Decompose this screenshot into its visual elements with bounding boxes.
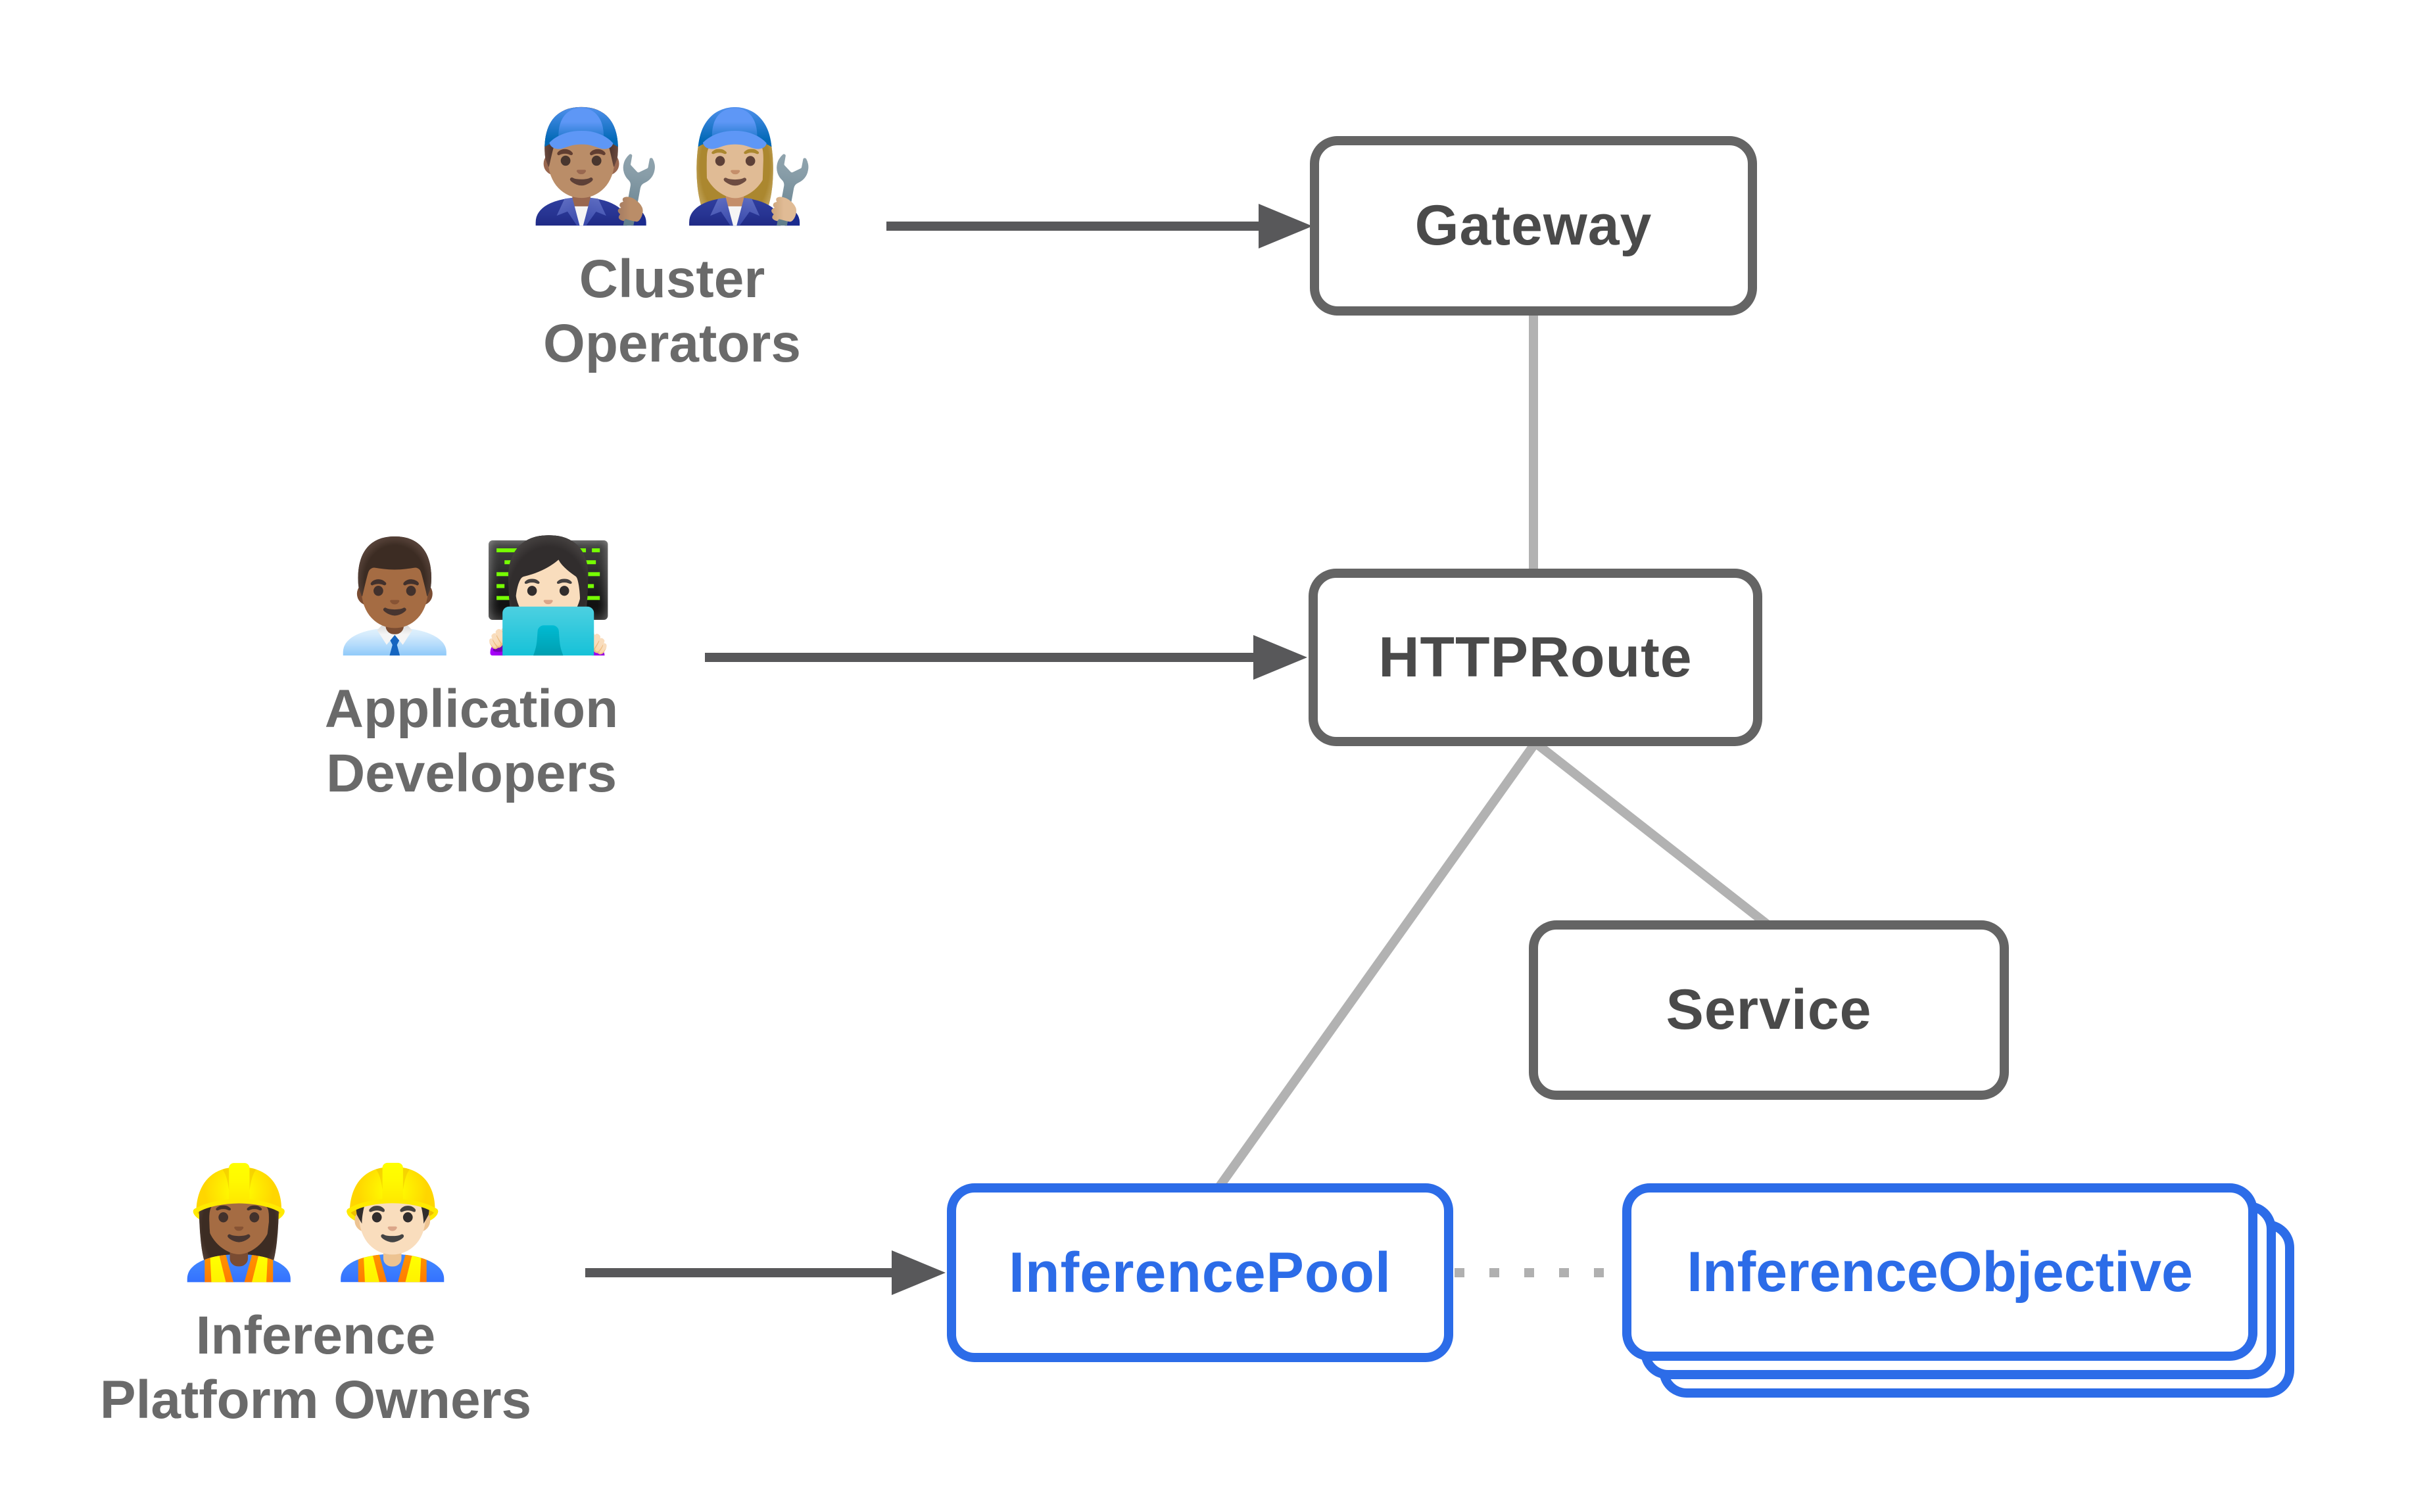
service-node: Service — [1529, 920, 2009, 1100]
arrow-inference-platform-owners-inferencepool — [585, 1250, 946, 1295]
gateway-node-label: Gateway — [1414, 194, 1652, 257]
arrow-application-developers-httproute — [705, 635, 1307, 680]
actor-inference-platform-owners: 👷🏾‍♀️ 👷🏻‍♂️ Inference Platform Owners — [39, 1160, 592, 1433]
httproute-node-label: HTTPRoute — [1378, 625, 1693, 689]
inferenceobjective-node: InferenceObjective — [1622, 1183, 2257, 1361]
inference-platform-owners-emoji-row: 👷🏾‍♀️ 👷🏻‍♂️ — [39, 1160, 592, 1285]
inferenceobjective-node-label: InferenceObjective — [1687, 1240, 2193, 1304]
man-mechanic-icon: 👨🏽‍🔧 — [527, 105, 663, 226]
cluster-operators-label-line2: Operators — [543, 314, 801, 374]
actor-cluster-operators: 👨🏽‍🔧 👩🏼‍🔧 Cluster Operators — [475, 104, 869, 377]
application-developers-emoji-row: 👨🏾‍💼 👩🏻‍💻 — [274, 534, 669, 659]
cluster-operators-emoji-row: 👨🏽‍🔧 👩🏼‍🔧 — [475, 104, 869, 229]
woman-technologist-icon: 👩🏻‍💻 — [481, 535, 616, 656]
woman-construction-worker-icon: 👷🏾‍♀️ — [171, 1162, 306, 1283]
service-node-label: Service — [1666, 978, 1872, 1041]
inference-platform-owners-label-line2: Platform Owners — [99, 1370, 532, 1430]
woman-mechanic-icon: 👩🏼‍🔧 — [681, 105, 817, 226]
inferencepool-node: InferencePool — [947, 1183, 1453, 1362]
inferenceobjective-node-stack: InferenceObjective — [1622, 1183, 2294, 1398]
httproute-node: HTTPRoute — [1309, 569, 1762, 746]
application-developers-label-line1: Application — [324, 678, 619, 739]
cluster-operators-label-line1: Cluster — [579, 248, 765, 309]
actor-application-developers: 👨🏾‍💼 👩🏻‍💻 Application Developers — [274, 534, 669, 807]
inference-platform-owners-label: Inference Platform Owners — [39, 1304, 592, 1433]
inference-platform-owners-label-line1: Inference — [195, 1305, 436, 1365]
arrow-cluster-operators-gateway — [886, 204, 1313, 248]
edge-httproute-inferencepool — [1215, 740, 1539, 1191]
man-office-worker-icon: 👨🏾‍💼 — [327, 535, 462, 656]
man-construction-worker-icon: 👷🏻‍♂️ — [325, 1162, 460, 1283]
gateway-node: Gateway — [1310, 136, 1757, 316]
application-developers-label: Application Developers — [274, 677, 669, 807]
inferencepool-node-label: InferencePool — [1009, 1240, 1391, 1304]
edge-httproute-service — [1532, 739, 1772, 930]
application-developers-label-line2: Developers — [325, 744, 617, 804]
cluster-operators-label: Cluster Operators — [475, 247, 869, 377]
